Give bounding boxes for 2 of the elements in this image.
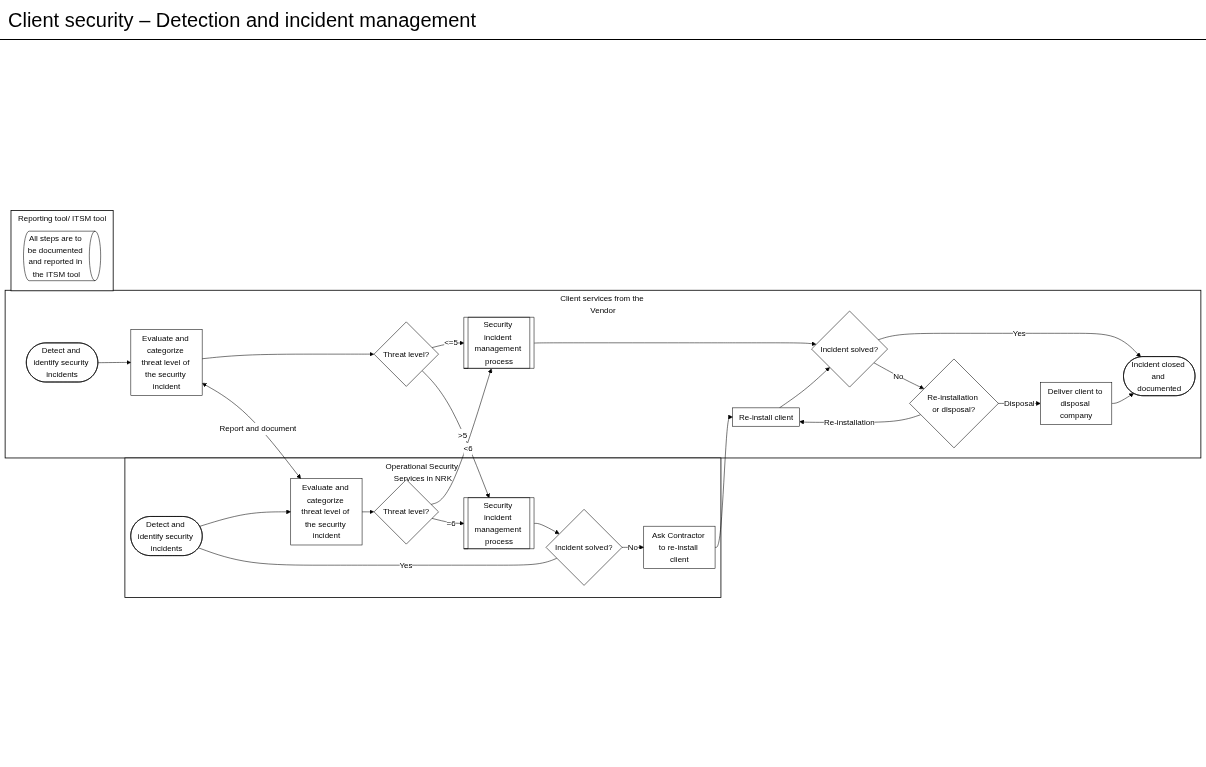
diagram-title: Client security – Detection and incident management <box>0 0 1206 40</box>
connector <box>198 547 557 565</box>
